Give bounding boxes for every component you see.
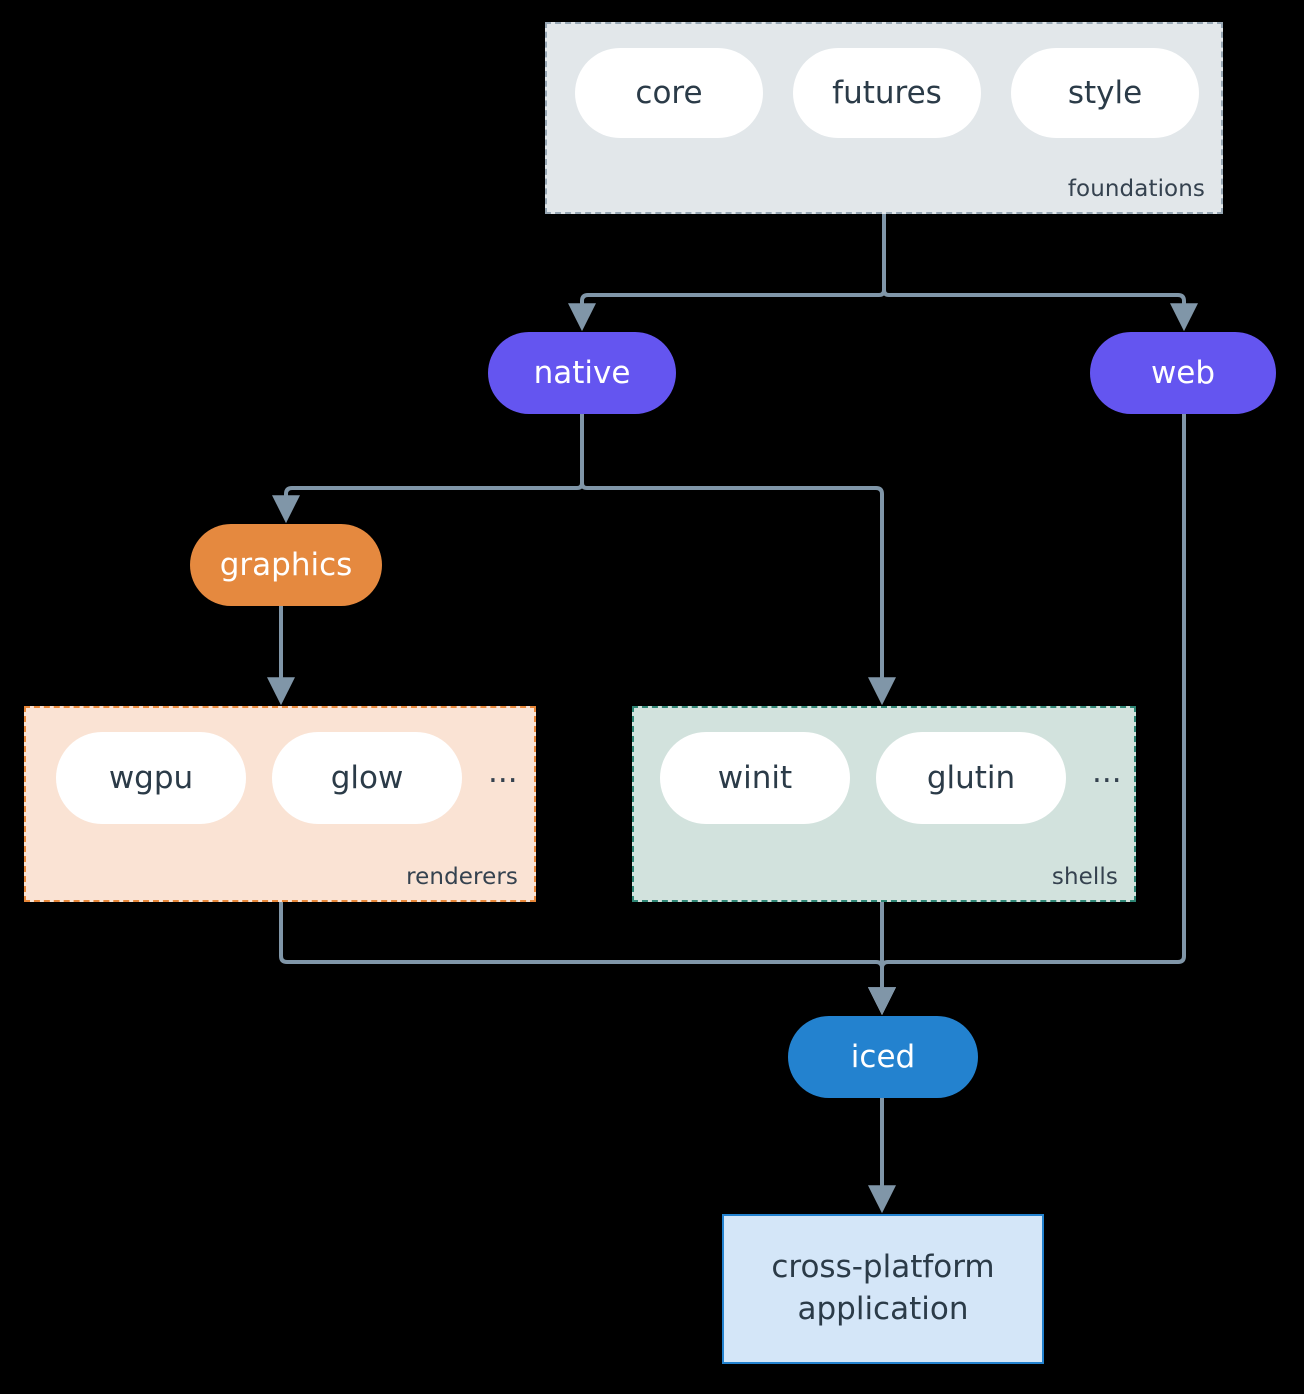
foundations-item-futures[interactable]: futures — [793, 48, 981, 138]
edge-native-graphics — [272, 478, 584, 524]
foundations-item-style[interactable]: style — [1011, 48, 1199, 138]
renderers-item-glow[interactable]: glow — [272, 732, 462, 824]
node-graphics[interactable]: graphics — [190, 524, 382, 606]
foundations-item-list: core futures style — [575, 48, 1199, 138]
edge-native-shells — [580, 478, 896, 706]
shells-item-glutin[interactable]: glutin — [876, 732, 1066, 824]
node-native[interactable]: native — [488, 332, 676, 414]
cluster-label-foundations: foundations — [1067, 176, 1205, 202]
shells-item-list: winit glutin ... — [660, 732, 1122, 824]
cluster-renderers: wgpu glow ... renderers — [24, 706, 536, 902]
app-label-line1: cross-platform — [771, 1249, 995, 1286]
edge-foundations-native — [568, 283, 886, 332]
shells-item-winit[interactable]: winit — [660, 732, 850, 824]
renderers-ellipsis: ... — [488, 753, 518, 790]
node-cross-platform-application[interactable]: cross-platform application — [722, 1214, 1044, 1364]
cluster-label-shells: shells — [1051, 864, 1118, 890]
cluster-foundations: core futures style foundations — [545, 22, 1223, 214]
cluster-shells: winit glutin ... shells — [632, 706, 1136, 902]
renderers-item-list: wgpu glow ... — [56, 732, 518, 824]
renderers-item-wgpu[interactable]: wgpu — [56, 732, 246, 824]
edge-renderers-iced — [279, 902, 896, 1016]
node-iced[interactable]: iced — [788, 1016, 978, 1098]
foundations-item-core[interactable]: core — [575, 48, 763, 138]
edge-foundations-web — [882, 283, 1198, 332]
node-web[interactable]: web — [1090, 332, 1276, 414]
app-label-line2: application — [797, 1291, 969, 1327]
cluster-label-renderers: renderers — [406, 864, 518, 890]
shells-ellipsis: ... — [1092, 753, 1122, 790]
